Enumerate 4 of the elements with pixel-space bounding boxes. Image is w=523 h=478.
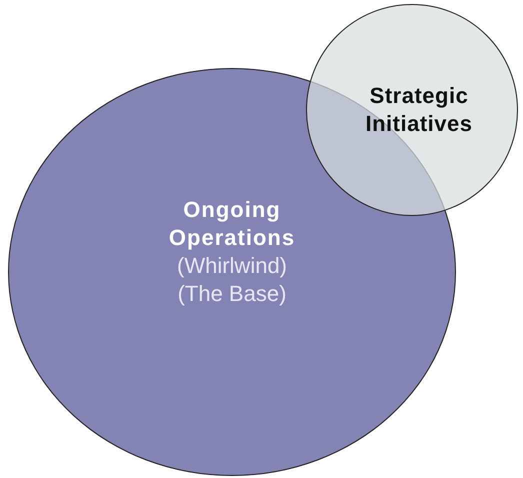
- circle-label: (Whirlwind): [177, 252, 287, 280]
- circle-label: Strategic Initiatives: [364, 82, 474, 138]
- circle-label: Ongoing Operations: [168, 196, 296, 252]
- circle-label: (The Base): [178, 280, 286, 308]
